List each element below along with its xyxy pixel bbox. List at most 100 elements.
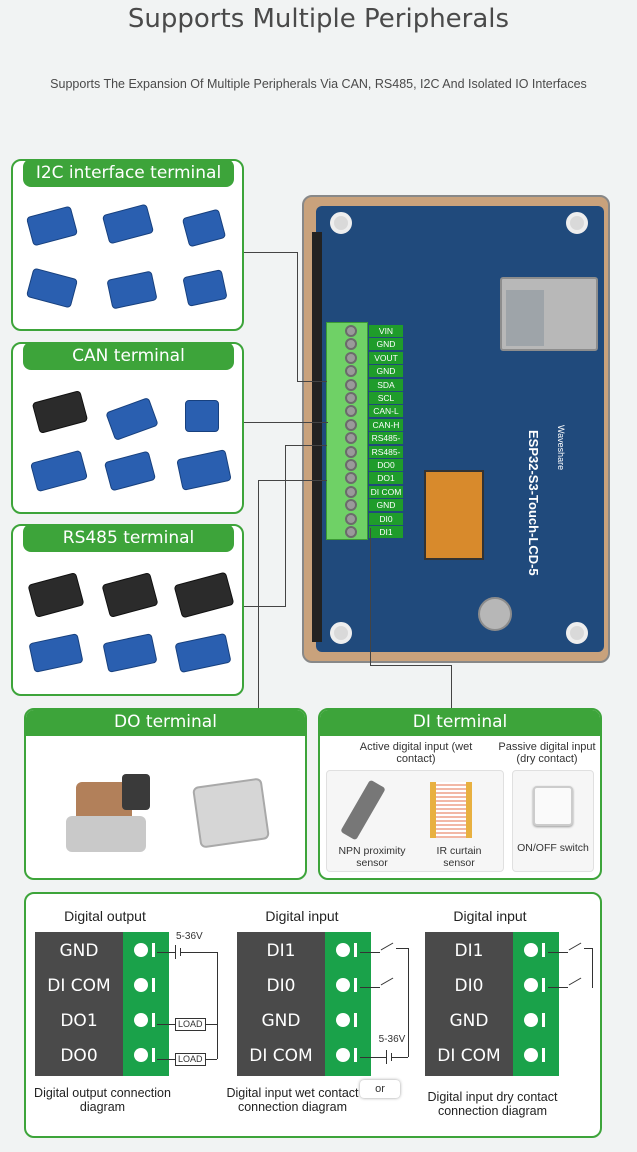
pin-table xyxy=(425,932,515,1076)
fpc-connector xyxy=(424,470,484,560)
page-subtitle: Supports The Expansion Of Multiple Perip… xyxy=(50,77,587,91)
load-box: LOAD xyxy=(175,1018,206,1031)
terminal-screw xyxy=(345,526,357,538)
diagram-pin-label: GND xyxy=(59,941,99,961)
do-panel: DO terminal xyxy=(24,708,307,880)
pin-label: DO0 xyxy=(369,459,403,471)
diagram-screw-slot xyxy=(354,978,357,992)
can-module-image xyxy=(185,400,219,432)
terminal-screw xyxy=(345,459,357,471)
leader-line xyxy=(244,606,286,607)
terminal-screw xyxy=(345,418,357,431)
diagram-screw-slot xyxy=(354,943,357,957)
diagram-screw xyxy=(134,1048,148,1062)
diagram-screw-slot xyxy=(152,1048,155,1062)
diagram-screw xyxy=(134,978,148,992)
diagram-screw xyxy=(134,1013,148,1027)
lcd-ribbon-cable xyxy=(312,232,322,642)
terminal-screw xyxy=(345,445,357,458)
rs485-panel-title: RS485 terminal xyxy=(23,526,234,552)
diagram-screw xyxy=(336,1013,350,1027)
ir-curtain-image xyxy=(430,782,472,838)
leader-line xyxy=(297,381,327,382)
diagram-screw-slot xyxy=(542,1013,545,1027)
i2c-module-image xyxy=(101,203,155,245)
leader-line xyxy=(297,252,298,382)
terminal-screw xyxy=(345,338,357,351)
mount-hole xyxy=(566,622,588,644)
i2c-module-image xyxy=(182,269,228,307)
diagram-pin-label: DO0 xyxy=(60,1046,98,1066)
diagram-screw xyxy=(336,1048,350,1062)
leader-line xyxy=(258,480,308,481)
diagram-screw xyxy=(524,943,538,957)
battery-symbol xyxy=(386,1050,387,1064)
diagram-screw xyxy=(524,978,538,992)
di-panel: DI terminal Active digital input (wet co… xyxy=(318,708,602,880)
pin-label: DO1 xyxy=(369,472,403,485)
terminal-screw xyxy=(345,378,357,391)
wire xyxy=(592,948,593,988)
diagram-screw xyxy=(134,943,148,957)
leader-line xyxy=(307,480,327,481)
leader-line xyxy=(285,445,286,607)
rs485-hat-image xyxy=(102,633,158,673)
leader-line xyxy=(244,422,328,423)
leader-line xyxy=(244,252,298,253)
diagram-screw xyxy=(524,1048,538,1062)
pin-table xyxy=(237,932,327,1076)
can-panel: CAN terminal xyxy=(11,342,244,514)
diagram-title: Digital output xyxy=(64,908,146,924)
mount-hole xyxy=(330,622,352,644)
terminal-screw xyxy=(345,432,357,445)
pin-label: GND xyxy=(369,365,403,378)
pin-table xyxy=(35,932,125,1076)
mount-hole xyxy=(330,212,352,234)
wire xyxy=(408,948,409,1057)
can-hat-image xyxy=(176,449,232,491)
terminal-screw xyxy=(345,365,357,378)
terminal-screw xyxy=(345,472,357,485)
diagram-caption: Digital input dry contact connection dia… xyxy=(427,1090,558,1118)
rs485-module-image xyxy=(27,572,85,618)
wire xyxy=(181,952,217,953)
di-item-label: ON/OFF switch xyxy=(517,842,589,854)
camera-module-image xyxy=(181,208,227,248)
diagram-pin-label: GND xyxy=(261,1011,301,1031)
diagram-screw-slot xyxy=(152,978,155,992)
diagram-screw-slot xyxy=(354,1013,357,1027)
pin-label: DI COM xyxy=(369,485,403,498)
passive-input-label: Passive digital input (dry contact) xyxy=(498,741,596,765)
diagram-pin-label: DI COM xyxy=(249,1046,313,1066)
switch-image xyxy=(533,786,573,826)
pin-label: RS485-A xyxy=(369,445,403,469)
or-battery-note: or xyxy=(360,1080,400,1098)
wire xyxy=(157,952,175,953)
terminal-screw xyxy=(345,512,357,525)
do-panel-title: DO terminal xyxy=(26,710,305,736)
diagram-screw-slot xyxy=(542,978,545,992)
pin-label: SDA xyxy=(369,378,403,391)
diagram-screw-slot xyxy=(542,1048,545,1062)
terminal-screw xyxy=(345,392,357,404)
esp32-label xyxy=(506,290,544,346)
wire xyxy=(360,952,380,953)
rtc-battery xyxy=(478,597,512,631)
pin-label: GND xyxy=(369,499,403,512)
wire xyxy=(392,1057,408,1058)
voltage-label: 5-36V xyxy=(378,1034,406,1045)
pin-label: GND xyxy=(369,338,403,351)
board-brand: Waveshare xyxy=(556,425,566,471)
diagram-screw xyxy=(524,1013,538,1027)
voltage-label: 5-36V xyxy=(176,931,203,942)
leader-line xyxy=(258,480,259,710)
terminal-screw xyxy=(345,499,357,512)
wire xyxy=(360,987,380,988)
rs485-module-image xyxy=(101,572,159,618)
can-module-image xyxy=(105,397,159,441)
can-module-image xyxy=(31,390,89,434)
diagram-pin-label: DO1 xyxy=(60,1011,98,1031)
diagram-caption: Digital input wet contact connection dia… xyxy=(226,1086,359,1114)
i2c-panel-title: I2C interface terminal xyxy=(23,161,234,187)
diagram-pin-label: GND xyxy=(449,1011,489,1031)
